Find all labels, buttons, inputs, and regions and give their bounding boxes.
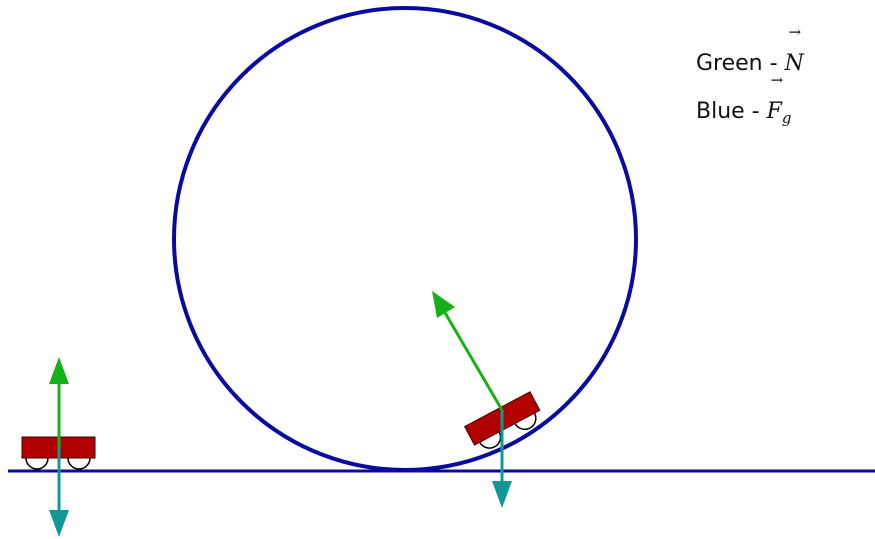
cart-loop-normal-arrow [432, 291, 504, 411]
cart-flat-wheel-left [25, 457, 49, 470]
legend-gravity-label: Blue - [696, 99, 767, 124]
legend-normal-symbol: N [785, 25, 804, 88]
cart-loop-wheel-left [479, 431, 502, 449]
cart-flat-gravity-arrow [49, 447, 69, 537]
legend-normal-label: Green - [696, 51, 785, 76]
legend-gravity-subscript: g [781, 109, 792, 127]
cart-flat-wheel-right [67, 457, 91, 470]
legend-normal: Green - N [696, 25, 804, 88]
cart-loop-wheel-right [514, 412, 537, 430]
cart-flat-normal-arrow [49, 357, 69, 447]
legend: Green - N Blue - Fg [696, 25, 804, 142]
legend-gravity-symbol: F [767, 73, 784, 136]
cart-loop-gravity-arrow [492, 410, 512, 508]
loop-track [172, 6, 638, 472]
legend-gravity: Blue - Fg [696, 73, 804, 142]
